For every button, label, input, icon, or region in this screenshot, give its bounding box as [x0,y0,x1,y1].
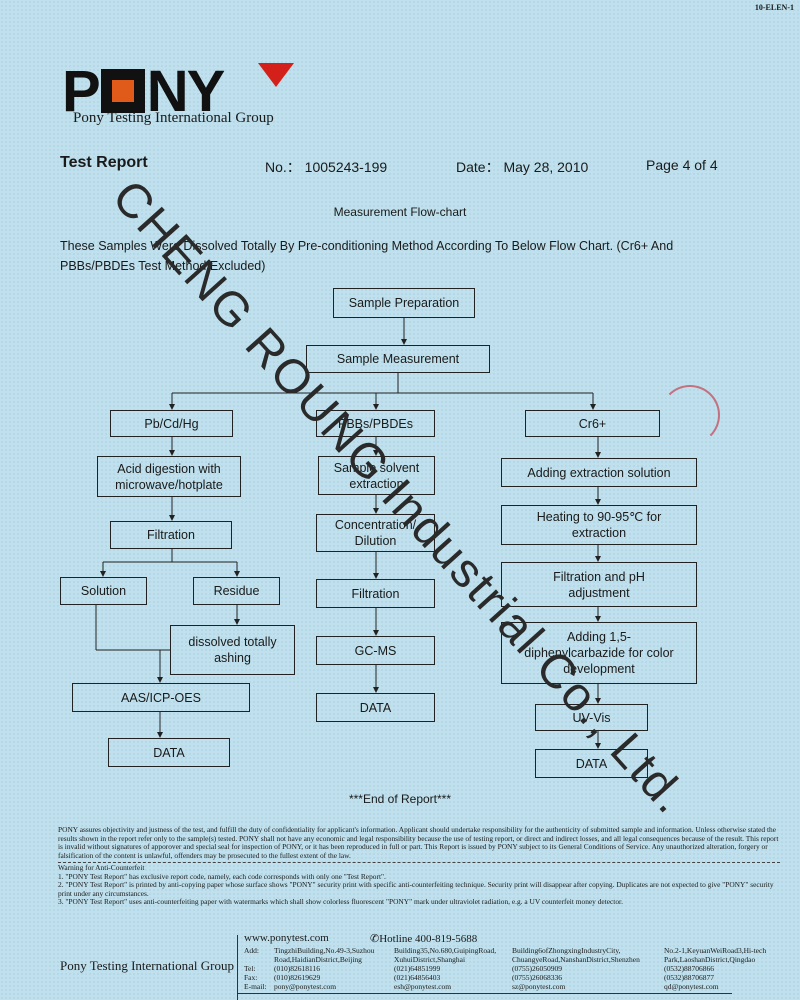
flow-data-mid: DATA [316,693,435,722]
flow-concentration-dilution: Concentration/ Dilution [316,514,435,552]
footer-rule [237,993,732,994]
footer-hotline: ✆Hotline 400-819-5688 [370,933,478,945]
office-shenzhen: Building6ofZhongxingIndustryCity, Chuang… [512,946,640,991]
flow-sample-measurement: Sample Measurement [306,345,490,373]
report-date: Date： May 28, 2010 [456,159,589,175]
document-code: 10-ELEN-1 [754,3,794,12]
flow-aas-icp-oes: AAS/ICP-OES [72,683,250,712]
section-title: Measurement Flow-chart [333,205,467,219]
warning-item: 2. "PONY Test Report" is printed by anti… [58,880,774,898]
flow-data-right: DATA [535,749,648,778]
flow-gc-ms: GC-MS [316,636,435,665]
flow-data-left: DATA [108,738,230,767]
report-title: Test Report [60,154,148,171]
divider [58,862,780,863]
flow-pb-cd-hg: Pb/Cd/Hg [110,410,233,437]
footer-website: www.ponytest.com [244,932,329,944]
page-number: Page 4 of 4 [646,157,718,173]
disclaimer-text: PONY assures objectivity and justness of… [58,825,779,860]
flow-diphenylcarbazide: Adding 1,5-diphenylcarbazide for color d… [501,622,697,684]
end-of-report: ***End of Report*** [348,792,452,806]
warning-title: Warning for Anti-Counterfeit [58,863,145,872]
office-shanghai: Building35,No.680,GuipingRoad, XuhuiDist… [394,946,497,991]
logo-triangle-icon [258,63,294,87]
flow-cr6: Cr6+ [525,410,660,437]
intro-text: These Samples Were Dissolved Totally By … [60,239,674,273]
flow-filtration-ph: Filtration and pH adjustment [501,562,697,607]
flow-acid-digestion: Acid digestion with microwave/hotplate [97,456,241,497]
flow-uv-vis: UV-Vis [535,704,648,731]
flow-heating: Heating to 90-95℃ for extraction [501,505,697,545]
footer-group-name: Pony Testing International Group [60,958,234,973]
flow-filtration-mid: Filtration [316,579,435,608]
footer-divider [237,935,238,1000]
warning-item: 3. "PONY Test Report" uses anti-counterf… [58,897,623,906]
flow-sample-preparation: Sample Preparation [333,288,475,318]
office-qingdao: No.2-1,KeyuanWeiRoad3,Hi-tech Park,Laosh… [664,946,767,991]
report-number: No.： 1005243-199 [265,159,388,175]
red-seal-stamp [660,385,720,445]
flow-solvent-extraction: Sample solvent extraction [318,456,435,495]
warning-item: 1. "PONY Test Report" has exclusive repo… [58,871,386,881]
flow-dissolved-ashing: dissolved totally ashing [170,625,295,675]
logo-group-name: Pony Testing International Group [73,110,274,126]
flow-filtration-left: Filtration [110,521,232,549]
flow-residue: Residue [193,577,280,605]
flow-pbbs-pbdes: PBBs/PBDEs [316,410,435,437]
footer-labels: Add: Tel: Fax: E-mail: [244,946,267,991]
legal-notes: PONY assures objectivity and justness of… [58,825,780,907]
flow-adding-extraction: Adding extraction solution [501,458,697,487]
flow-solution: Solution [60,577,147,605]
flowchart-connectors [95,318,601,749]
office-beijing: TingzhiBuilding,No.49-3,Suzhou Road,Haid… [274,946,375,991]
